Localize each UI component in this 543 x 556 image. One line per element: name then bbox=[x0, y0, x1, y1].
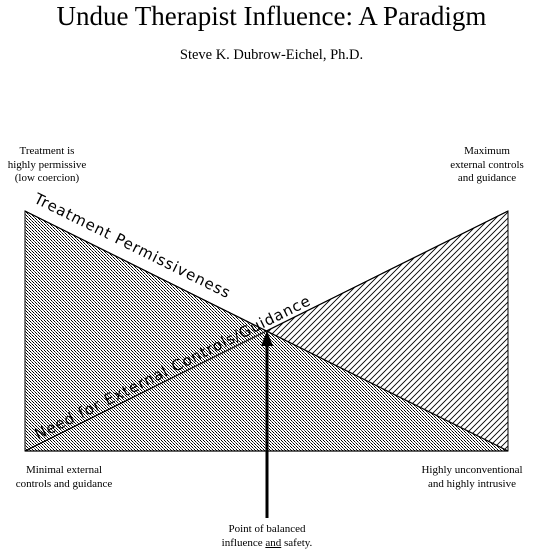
bottom-left-line-2: controls and guidance bbox=[15, 477, 113, 490]
top-right-line-1: Maximum bbox=[464, 145, 510, 157]
balance-point-text-a: influence bbox=[221, 536, 266, 549]
balance-arrow-head bbox=[261, 331, 273, 346]
top-left-note: Treatment is highly permissive (low coer… bbox=[1, 145, 93, 186]
bottom-right-line-1: Highly unconventional bbox=[421, 464, 523, 476]
balance-point-line-1: Point of balanced bbox=[228, 523, 306, 535]
top-left-line-1: Treatment is bbox=[19, 145, 75, 157]
bottom-right-note: Highly unconventional and highly intrusi… bbox=[405, 464, 539, 491]
top-left-line-3: (low coercion) bbox=[14, 172, 80, 184]
page-title: Undue Therapist Influence: A Paradigm bbox=[56, 1, 487, 31]
balance-point-text-and: and bbox=[265, 536, 282, 549]
balance-point-text-b: safety. bbox=[281, 536, 313, 549]
author-line: Steve K. Dubrow-Eichel, Ph.D. bbox=[179, 47, 364, 63]
top-right-note: Maximum external controls and guidance bbox=[434, 145, 540, 186]
balance-point-line-2: influence and safety. bbox=[196, 537, 338, 551]
bottom-right-line-2: and highly intrusive bbox=[428, 477, 516, 490]
balance-point-note: Point of balanced influence and safety. bbox=[196, 523, 338, 550]
bottom-left-note: Minimal external controls and guidance bbox=[2, 464, 126, 491]
top-left-line-2: highly permissive bbox=[7, 158, 87, 171]
top-right-line-2: external controls bbox=[450, 158, 524, 171]
controls-line bbox=[24, 210, 509, 452]
top-right-line-3: and guidance bbox=[457, 172, 517, 184]
bottom-left-line-1: Minimal external bbox=[25, 464, 103, 476]
